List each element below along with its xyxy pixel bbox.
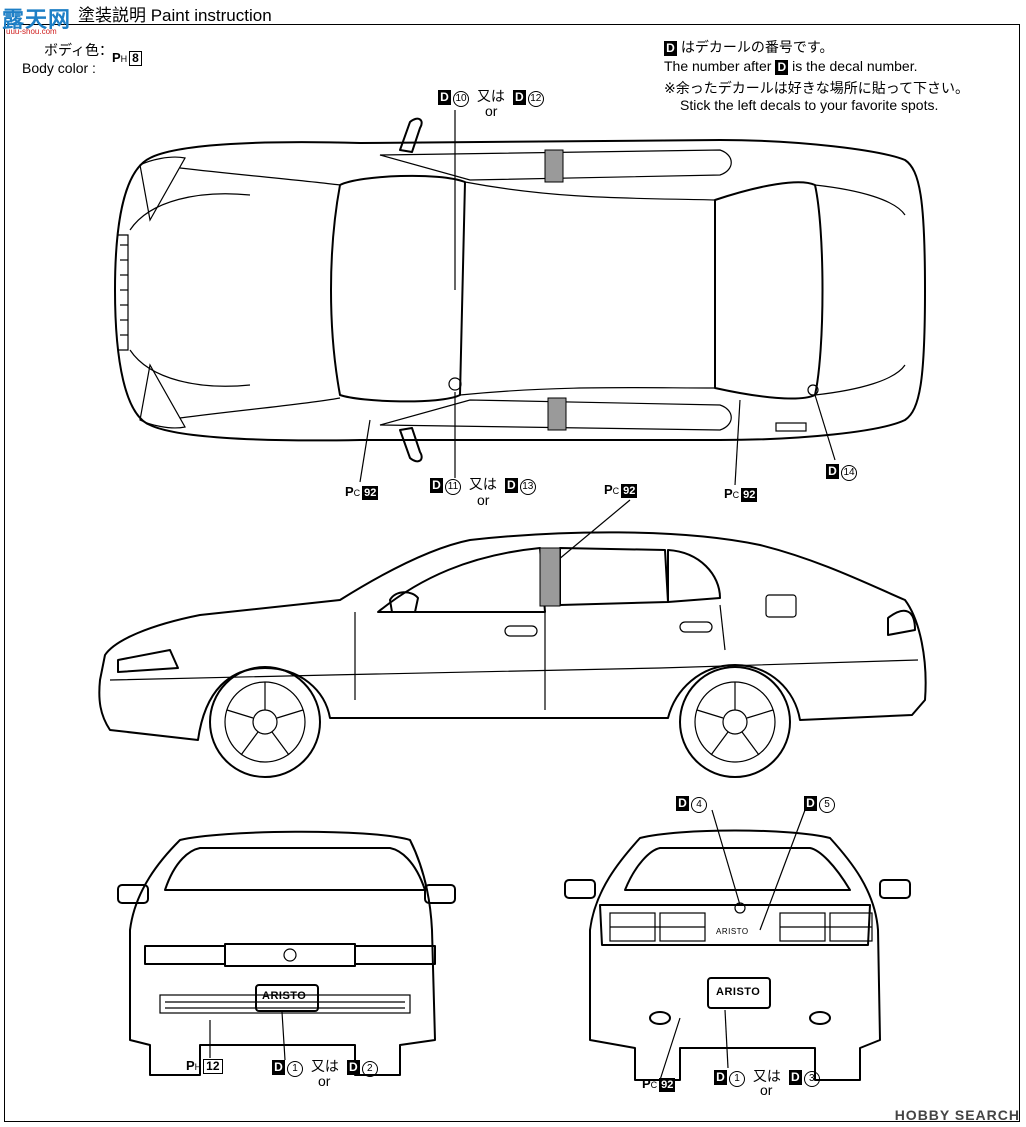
callout-rear-or: or bbox=[760, 1082, 773, 1098]
body-color-label-ja: ボディ色： bbox=[44, 42, 114, 58]
site-url: uuu-shou.com bbox=[6, 27, 57, 36]
rear-wheel bbox=[679, 666, 791, 778]
front-plate-text: ARISTO bbox=[262, 990, 307, 1002]
note-line-1: D はデカールの番号です。 bbox=[664, 37, 834, 57]
front-grille-lines bbox=[120, 244, 128, 336]
callout-top-a-or: or bbox=[485, 103, 498, 119]
body-color-label-en: Body color : bbox=[22, 60, 96, 76]
trunk-badge-text: ARISTO bbox=[716, 927, 749, 936]
site-logo: 露天网 bbox=[2, 7, 72, 32]
front-wheel bbox=[209, 666, 321, 778]
pillar-bottom bbox=[547, 397, 567, 431]
pillar-top bbox=[544, 149, 564, 183]
note-line-2: The number after D is the decal number. bbox=[664, 58, 918, 75]
page-title: 塗装説明 Paint instruction bbox=[78, 6, 272, 25]
pillar-side bbox=[539, 547, 561, 607]
note-line-4: Stick the left decals to your favorite s… bbox=[680, 97, 939, 113]
callout-front-or: or bbox=[318, 1073, 331, 1089]
watermark-hobby-search: HOBBY SEARCH bbox=[894, 1107, 1020, 1123]
callout-bottom-a-or: or bbox=[477, 492, 490, 508]
drawing-frame bbox=[4, 24, 1020, 1122]
rear-plate-text: ARISTO bbox=[716, 986, 761, 998]
note-line-3: ※余ったデカールは好きな場所に貼って下さい。 bbox=[664, 80, 970, 96]
